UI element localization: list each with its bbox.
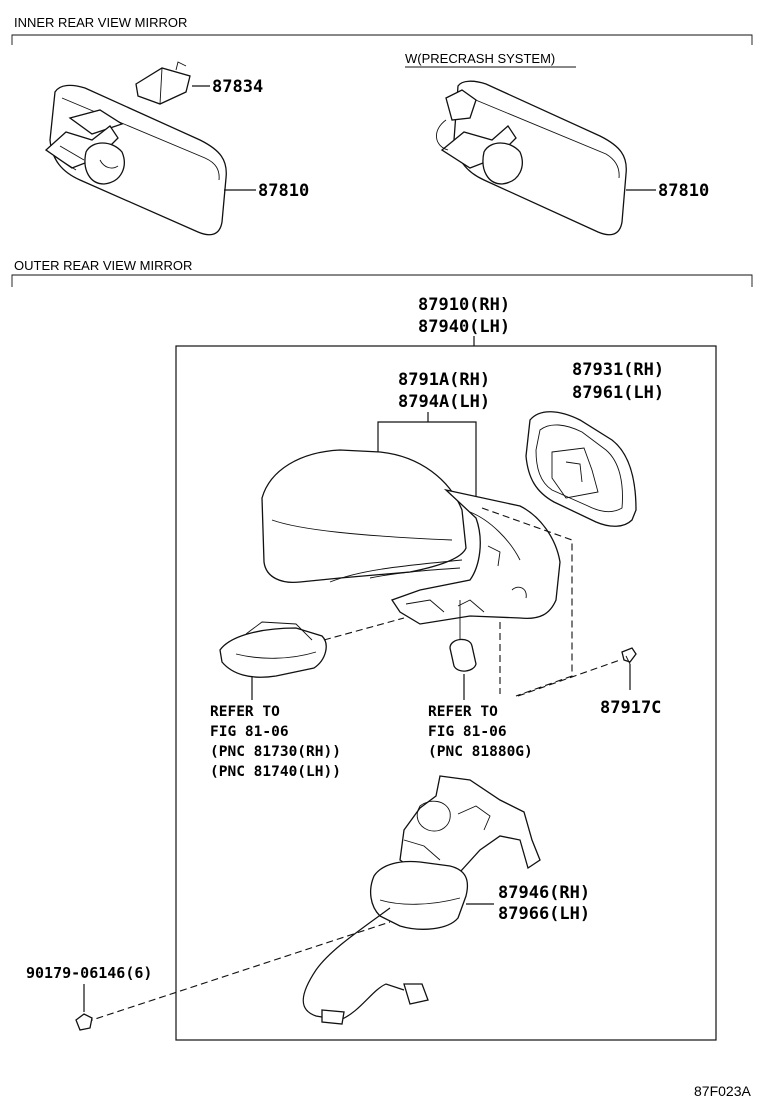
assembly-frame — [175, 345, 717, 1041]
bracket-8791A — [377, 412, 477, 500]
part-87910-rh: 87910(RH) — [418, 295, 510, 315]
part-90179: 90179-06146(6) — [26, 964, 152, 982]
nut-dash-leader — [85, 921, 391, 1023]
part-87834: 87834 — [212, 77, 263, 97]
part-8794A-lh: 8794A(LH) — [398, 392, 490, 412]
inner-mirror-left — [44, 84, 227, 236]
side-turn-lamp — [219, 621, 327, 678]
variant-label-precrash: W(PRECRASH SYSTEM) — [405, 51, 555, 66]
section-bracket-inner — [11, 34, 753, 45]
mirror-actuator-bracket — [399, 775, 541, 875]
figure-code: 87F023A — [694, 1083, 751, 1099]
ref-right-line-3: (PNC 81880G) — [428, 744, 533, 760]
part-87940-lh: 87940(LH) — [418, 317, 510, 337]
section-title-outer: OUTER REAR VIEW MIRROR — [14, 258, 192, 273]
part-87961-lh: 87961(LH) — [572, 383, 664, 403]
part-87810-b: 87810 — [658, 181, 709, 201]
screw-87917C — [621, 647, 637, 665]
part-87966-lh: 87966(LH) — [498, 904, 590, 924]
mirror-base-frame — [390, 488, 561, 625]
screw-dash-leader — [517, 659, 621, 697]
ref-right-line-2: FIG 81-06 — [428, 724, 507, 740]
mirror-cover-87834 — [135, 61, 191, 105]
part-87810-a: 87810 — [258, 181, 309, 201]
wire-harness — [302, 907, 429, 1025]
assembly-dash-box — [481, 507, 573, 697]
part-87917C: 87917C — [600, 698, 661, 718]
ref-left-line-2: FIG 81-06 — [210, 724, 289, 740]
inner-mirror-right — [436, 80, 627, 236]
ref-left-line-4: (PNC 81740(LH)) — [210, 764, 341, 780]
lamp-dash-leader — [323, 617, 405, 641]
section-bracket-outer — [11, 274, 753, 287]
nut-90179 — [75, 1013, 93, 1031]
bulb — [449, 600, 477, 672]
ref-left-line-3: (PNC 81730(RH)) — [210, 744, 341, 760]
mirror-base-87946 — [369, 860, 469, 930]
ref-right-line-1: REFER TO — [428, 704, 498, 720]
reference-left: REFER TO FIG 81-06 (PNC 81730(RH)) (PNC … — [210, 704, 341, 780]
ref-left-line-1: REFER TO — [210, 704, 280, 720]
mirror-housing-cover — [261, 449, 467, 584]
reference-right: REFER TO FIG 81-06 (PNC 81880G) — [428, 704, 533, 760]
part-8791A-rh: 8791A(RH) — [398, 370, 490, 390]
section-title-inner: INNER REAR VIEW MIRROR — [14, 15, 187, 30]
part-87931-rh: 87931(RH) — [572, 360, 664, 380]
part-87946-rh: 87946(RH) — [498, 883, 590, 903]
mirror-glass-87931 — [525, 411, 637, 527]
